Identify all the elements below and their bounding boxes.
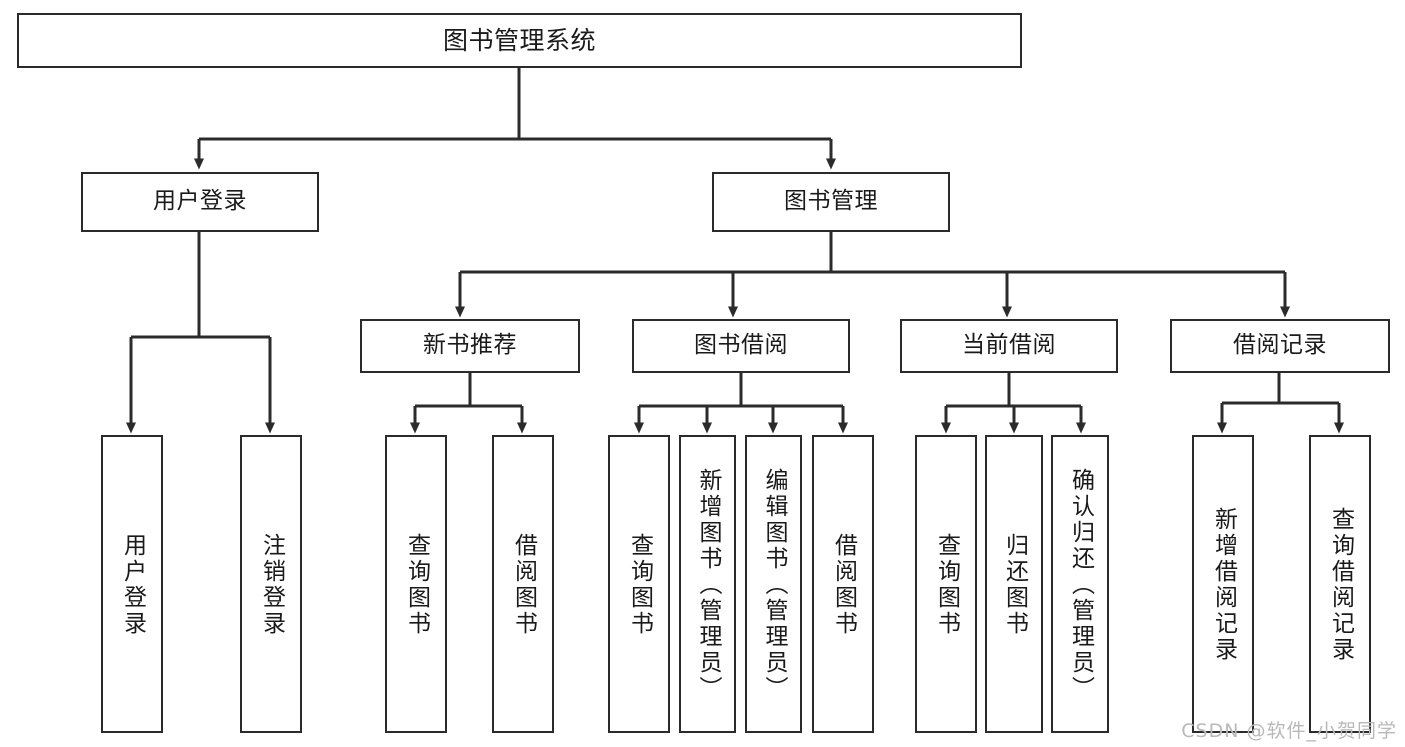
node-leaf-query-book-current[interactable]: 查询图书 [915,435,977,733]
node-current-borrow[interactable]: 当前借阅 [900,319,1118,373]
node-leaf-edit-book-admin[interactable]: 编辑图书（管理员） [745,435,802,733]
node-leaf-confirm-return-admin[interactable]: 确认归还（管理员） [1051,435,1109,733]
node-leaf-user-login[interactable]: 用户登录 [101,435,163,733]
watermark-text: CSDN @软件_小贺同学 [1181,720,1397,742]
node-label: 借阅图书 [510,533,537,637]
node-label: 借阅图书 [830,533,857,637]
node-leaf-return-book[interactable]: 归还图书 [985,435,1043,733]
node-label: 图书借阅 [694,332,788,359]
node-label: 用户登录 [153,188,247,215]
node-leaf-user-logout[interactable]: 注销登录 [240,435,302,733]
node-leaf-add-book-admin[interactable]: 新增图书（管理员） [679,435,736,733]
node-label: 查询图书 [933,533,960,637]
node-label: 注销登录 [258,533,285,637]
node-label: 新增图书（管理员） [695,468,721,702]
node-leaf-query-book-borrow[interactable]: 查询图书 [608,435,670,733]
node-leaf-add-borrow-record[interactable]: 新增借阅记录 [1192,435,1254,733]
node-label: 新增借阅记录 [1210,507,1237,663]
node-label: 确认归还（管理员） [1067,468,1094,702]
node-label: 新书推荐 [423,332,517,359]
node-label: 编辑图书（管理员） [761,468,787,702]
node-leaf-borrow-book-recommend[interactable]: 借阅图书 [492,435,554,733]
node-label: 当前借阅 [962,332,1056,359]
node-user-login[interactable]: 用户登录 [81,172,319,232]
node-label: 归还图书 [1001,533,1028,637]
node-leaf-query-book-recommend[interactable]: 查询图书 [385,435,447,733]
node-book-management[interactable]: 图书管理 [712,172,950,232]
node-new-book-recommend[interactable]: 新书推荐 [360,319,580,373]
node-label: 查询图书 [403,533,430,637]
node-book-borrow[interactable]: 图书借阅 [632,319,850,373]
node-label: 图书管理 [784,188,878,215]
node-label: 查询图书 [626,533,653,637]
node-label: 查询借阅记录 [1327,507,1354,663]
node-leaf-query-borrow-record[interactable]: 查询借阅记录 [1309,435,1371,733]
node-borrow-record[interactable]: 借阅记录 [1170,319,1390,373]
node-root-book-management-system[interactable]: 图书管理系统 [17,13,1022,68]
node-label: 借阅记录 [1233,332,1327,359]
node-label: 用户登录 [119,533,146,637]
node-leaf-borrow-book-borrow[interactable]: 借阅图书 [812,435,874,733]
node-label: 图书管理系统 [442,25,596,55]
